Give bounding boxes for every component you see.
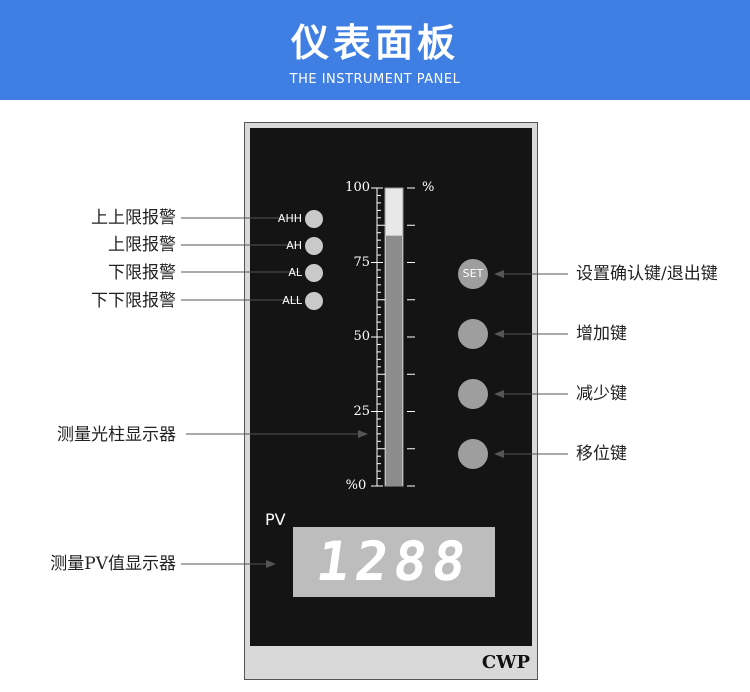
callout-increase-key: 增加键 <box>576 324 627 344</box>
page-title: 仪表面板 <box>290 21 459 65</box>
callout-pv-display: 测量PV值显示器 <box>50 554 176 574</box>
leader-lines <box>181 217 568 568</box>
bargraph-arrow-icon <box>358 430 368 438</box>
callout-ah: 上限报警 <box>108 235 176 255</box>
alarm-code-all: ALL <box>282 294 302 307</box>
page-subtitle: THE INSTRUMENT PANEL <box>289 72 461 87</box>
decrease-key[interactable] <box>458 379 488 409</box>
increase-key[interactable] <box>458 319 488 349</box>
callout-ahh: 上上限报警 <box>91 208 176 228</box>
scale-label-25: 25 <box>353 404 370 419</box>
key-arrow-icon <box>494 450 504 458</box>
alarm-led-al <box>305 264 323 282</box>
callout-all: 下下限报警 <box>91 291 176 311</box>
alarm-code-ah: AH <box>286 239 302 252</box>
key-arrow-icon <box>494 330 504 338</box>
scale-unit-top: % <box>422 180 435 195</box>
alarm-led-ah <box>305 237 323 255</box>
brand-logo: CWP <box>481 652 530 673</box>
bargraph-fill <box>386 235 402 486</box>
callout-decrease-key: 减少键 <box>576 384 627 404</box>
key-arrow-icon <box>494 390 504 398</box>
header-banner: 仪表面板 THE INSTRUMENT PANEL <box>0 0 750 100</box>
alarm-led-ahh <box>305 210 323 228</box>
scale-unit-bottom: % <box>345 478 358 493</box>
callout-shift-key: 移位键 <box>576 444 627 464</box>
alarm-led-all <box>305 292 323 310</box>
alarm-code-al: AL <box>288 266 302 279</box>
shift-key[interactable] <box>458 439 488 469</box>
scale-label-75: 75 <box>353 255 370 270</box>
scale-label-0: 0 <box>358 478 367 493</box>
pv-arrow-icon <box>266 560 276 568</box>
pv-display: 1288 <box>293 527 495 597</box>
alarm-code-ahh: AHH <box>277 212 302 225</box>
scale-label-100: 100 <box>345 180 370 195</box>
callout-set-key: 设置确认键/退出键 <box>576 264 718 284</box>
set-key-label: SET <box>462 267 484 280</box>
set-key[interactable]: SET <box>458 259 488 289</box>
callout-bargraph: 测量光柱显示器 <box>57 425 176 445</box>
pv-value: 1288 <box>312 530 476 593</box>
bargraph <box>371 187 415 487</box>
key-arrow-icon <box>494 270 504 278</box>
pv-label: PV <box>265 510 286 529</box>
scale-label-50: 50 <box>353 329 370 344</box>
callout-al: 下限报警 <box>108 263 176 283</box>
